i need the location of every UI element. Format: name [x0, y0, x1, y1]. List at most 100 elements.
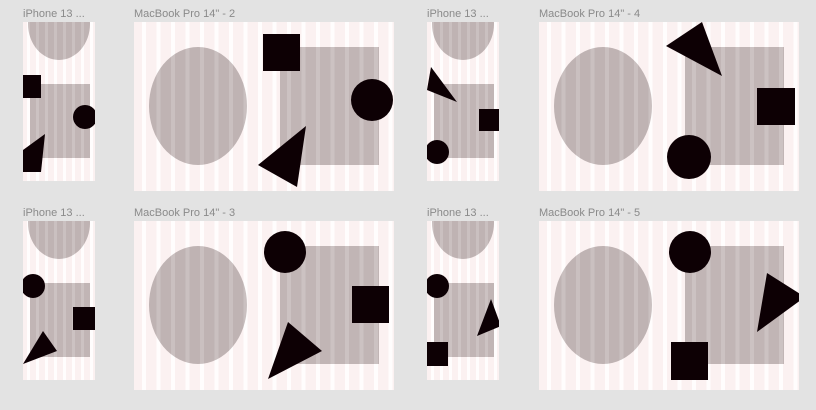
layout-grid-overlay-column[interactable] [561, 221, 566, 390]
ellipse-shape[interactable] [28, 22, 90, 60]
layout-grid-column[interactable] [677, 22, 682, 191]
layout-grid-overlay-column[interactable] [72, 221, 75, 380]
layout-grid-overlay-column[interactable] [721, 221, 725, 390]
square-shape[interactable] [73, 307, 95, 330]
layout-grid-overlay-column[interactable] [388, 221, 393, 390]
frame-macbook-5[interactable] [539, 221, 799, 390]
frame-artwork[interactable] [134, 221, 394, 390]
layout-grid-overlay-column[interactable] [605, 22, 609, 191]
layout-grid-column[interactable] [258, 221, 262, 390]
layout-grid-column[interactable] [90, 221, 93, 380]
layout-grid-column[interactable] [663, 22, 667, 191]
frame-macbook-3[interactable] [134, 221, 394, 390]
ellipse-shape[interactable] [149, 246, 247, 364]
layout-grid-overlay-column[interactable] [467, 22, 470, 181]
frame-artwork[interactable] [23, 221, 95, 380]
layout-grid-overlay-column[interactable] [576, 221, 580, 390]
frame-iphone-3[interactable] [23, 221, 95, 380]
layout-grid-overlay-column[interactable] [54, 221, 57, 380]
triangle-shape[interactable] [268, 322, 322, 379]
layout-grid-overlay-column[interactable] [619, 22, 624, 191]
layout-grid-column[interactable] [27, 22, 30, 181]
layout-grid-overlay-column[interactable] [36, 22, 39, 181]
layout-grid-overlay-column[interactable] [494, 221, 497, 380]
layout-grid-overlay-column[interactable] [431, 221, 434, 380]
layout-grid-overlay-column[interactable] [576, 22, 580, 191]
layout-grid-column[interactable] [431, 221, 434, 380]
layout-grid-overlay-column[interactable] [36, 221, 39, 380]
layout-grid-overlay-column[interactable] [81, 221, 84, 380]
square-shape[interactable] [352, 286, 389, 323]
circle-shape[interactable] [73, 105, 95, 129]
layout-grid-overlay-column[interactable] [547, 22, 551, 191]
layout-grid-overlay-column[interactable] [258, 22, 262, 191]
layout-grid-column[interactable] [547, 221, 551, 390]
frame-macbook-2[interactable] [134, 22, 394, 191]
layout-grid-overlay-column[interactable] [272, 221, 277, 390]
layout-grid-overlay-column[interactable] [90, 22, 93, 181]
layout-grid-overlay-column[interactable] [458, 221, 461, 380]
frame-label-macbook-5[interactable]: MacBook Pro 14" - 5 [539, 207, 641, 219]
layout-grid-overlay-column[interactable] [485, 22, 488, 181]
layout-grid-overlay-column[interactable] [272, 22, 277, 191]
triangle-shape[interactable] [477, 299, 499, 336]
frame-artwork[interactable] [23, 22, 95, 181]
frame-label-iphone-1[interactable]: iPhone 13 ... [23, 8, 85, 20]
layout-grid-overlay-column[interactable] [345, 22, 349, 191]
layout-grid-overlay-column[interactable] [330, 221, 335, 390]
square-shape[interactable] [479, 109, 499, 131]
layout-grid-column[interactable] [793, 22, 798, 191]
layout-grid-overlay-column[interactable] [485, 221, 488, 380]
frame-label-iphone-3[interactable]: iPhone 13 ... [23, 207, 85, 219]
frame-label-iphone-4[interactable]: iPhone 13 ... [427, 207, 489, 219]
layout-grid-overlay-column[interactable] [440, 22, 443, 181]
layout-grid-overlay-column[interactable] [142, 221, 146, 390]
layout-grid-overlay-column[interactable] [793, 221, 798, 390]
layout-grid-overlay-column[interactable] [287, 22, 291, 191]
layout-grid-overlay-column[interactable] [706, 22, 711, 191]
frame-label-macbook-4[interactable]: MacBook Pro 14" - 4 [539, 8, 641, 20]
layout-grid-overlay-column[interactable] [243, 22, 248, 191]
triangle-shape[interactable] [666, 22, 722, 76]
layout-grid-overlay-column[interactable] [345, 221, 349, 390]
layout-grid-overlay-column[interactable] [793, 22, 798, 191]
frame-label-macbook-3[interactable]: MacBook Pro 14" - 3 [134, 207, 236, 219]
layout-grid-overlay[interactable] [27, 221, 93, 380]
frame-artwork[interactable] [539, 22, 799, 191]
circle-shape[interactable] [427, 274, 449, 298]
layout-grid-overlay[interactable] [431, 221, 497, 380]
frame-artwork[interactable] [539, 221, 799, 390]
frame-label-iphone-2[interactable]: iPhone 13 ... [427, 8, 489, 20]
layout-grid-column[interactable] [258, 22, 262, 191]
layout-grid-overlay-column[interactable] [185, 22, 190, 191]
triangle-shape[interactable] [23, 134, 45, 172]
ellipse-shape[interactable] [432, 22, 494, 60]
layout-grid-overlay-column[interactable] [605, 221, 609, 390]
layout-grid-overlay[interactable] [27, 22, 93, 181]
layout-grid-column[interactable] [27, 221, 30, 380]
layout-grid-overlay-column[interactable] [90, 221, 93, 380]
layout-grid-overlay-column[interactable] [561, 22, 566, 191]
layout-grid-overlay-column[interactable] [458, 22, 461, 181]
layout-grid-column[interactable] [272, 22, 277, 191]
layout-grid-overlay-column[interactable] [301, 22, 306, 191]
layout-grid-overlay-column[interactable] [27, 22, 30, 181]
frame-macbook-4[interactable] [539, 22, 799, 191]
layout-grid-overlay-column[interactable] [750, 22, 754, 191]
layout-grid-overlay-column[interactable] [243, 221, 248, 390]
circle-shape[interactable] [264, 231, 306, 273]
layout-grid-overlay-column[interactable] [287, 221, 291, 390]
layout-grid-overlay-column[interactable] [171, 22, 175, 191]
triangle-shape[interactable] [757, 273, 799, 332]
layout-grid-overlay-column[interactable] [663, 22, 667, 191]
layout-grid-overlay-column[interactable] [81, 22, 84, 181]
ellipse-shape[interactable] [554, 246, 652, 364]
layout-grid-overlay-column[interactable] [692, 221, 696, 390]
layout-grid-overlay-column[interactable] [449, 22, 452, 181]
layout-grid-overlay-column[interactable] [54, 22, 57, 181]
layout-grid-overlay-column[interactable] [45, 22, 48, 181]
layout-grid-column[interactable] [90, 22, 93, 181]
square-shape[interactable] [23, 75, 41, 98]
triangle-shape[interactable] [258, 126, 306, 187]
